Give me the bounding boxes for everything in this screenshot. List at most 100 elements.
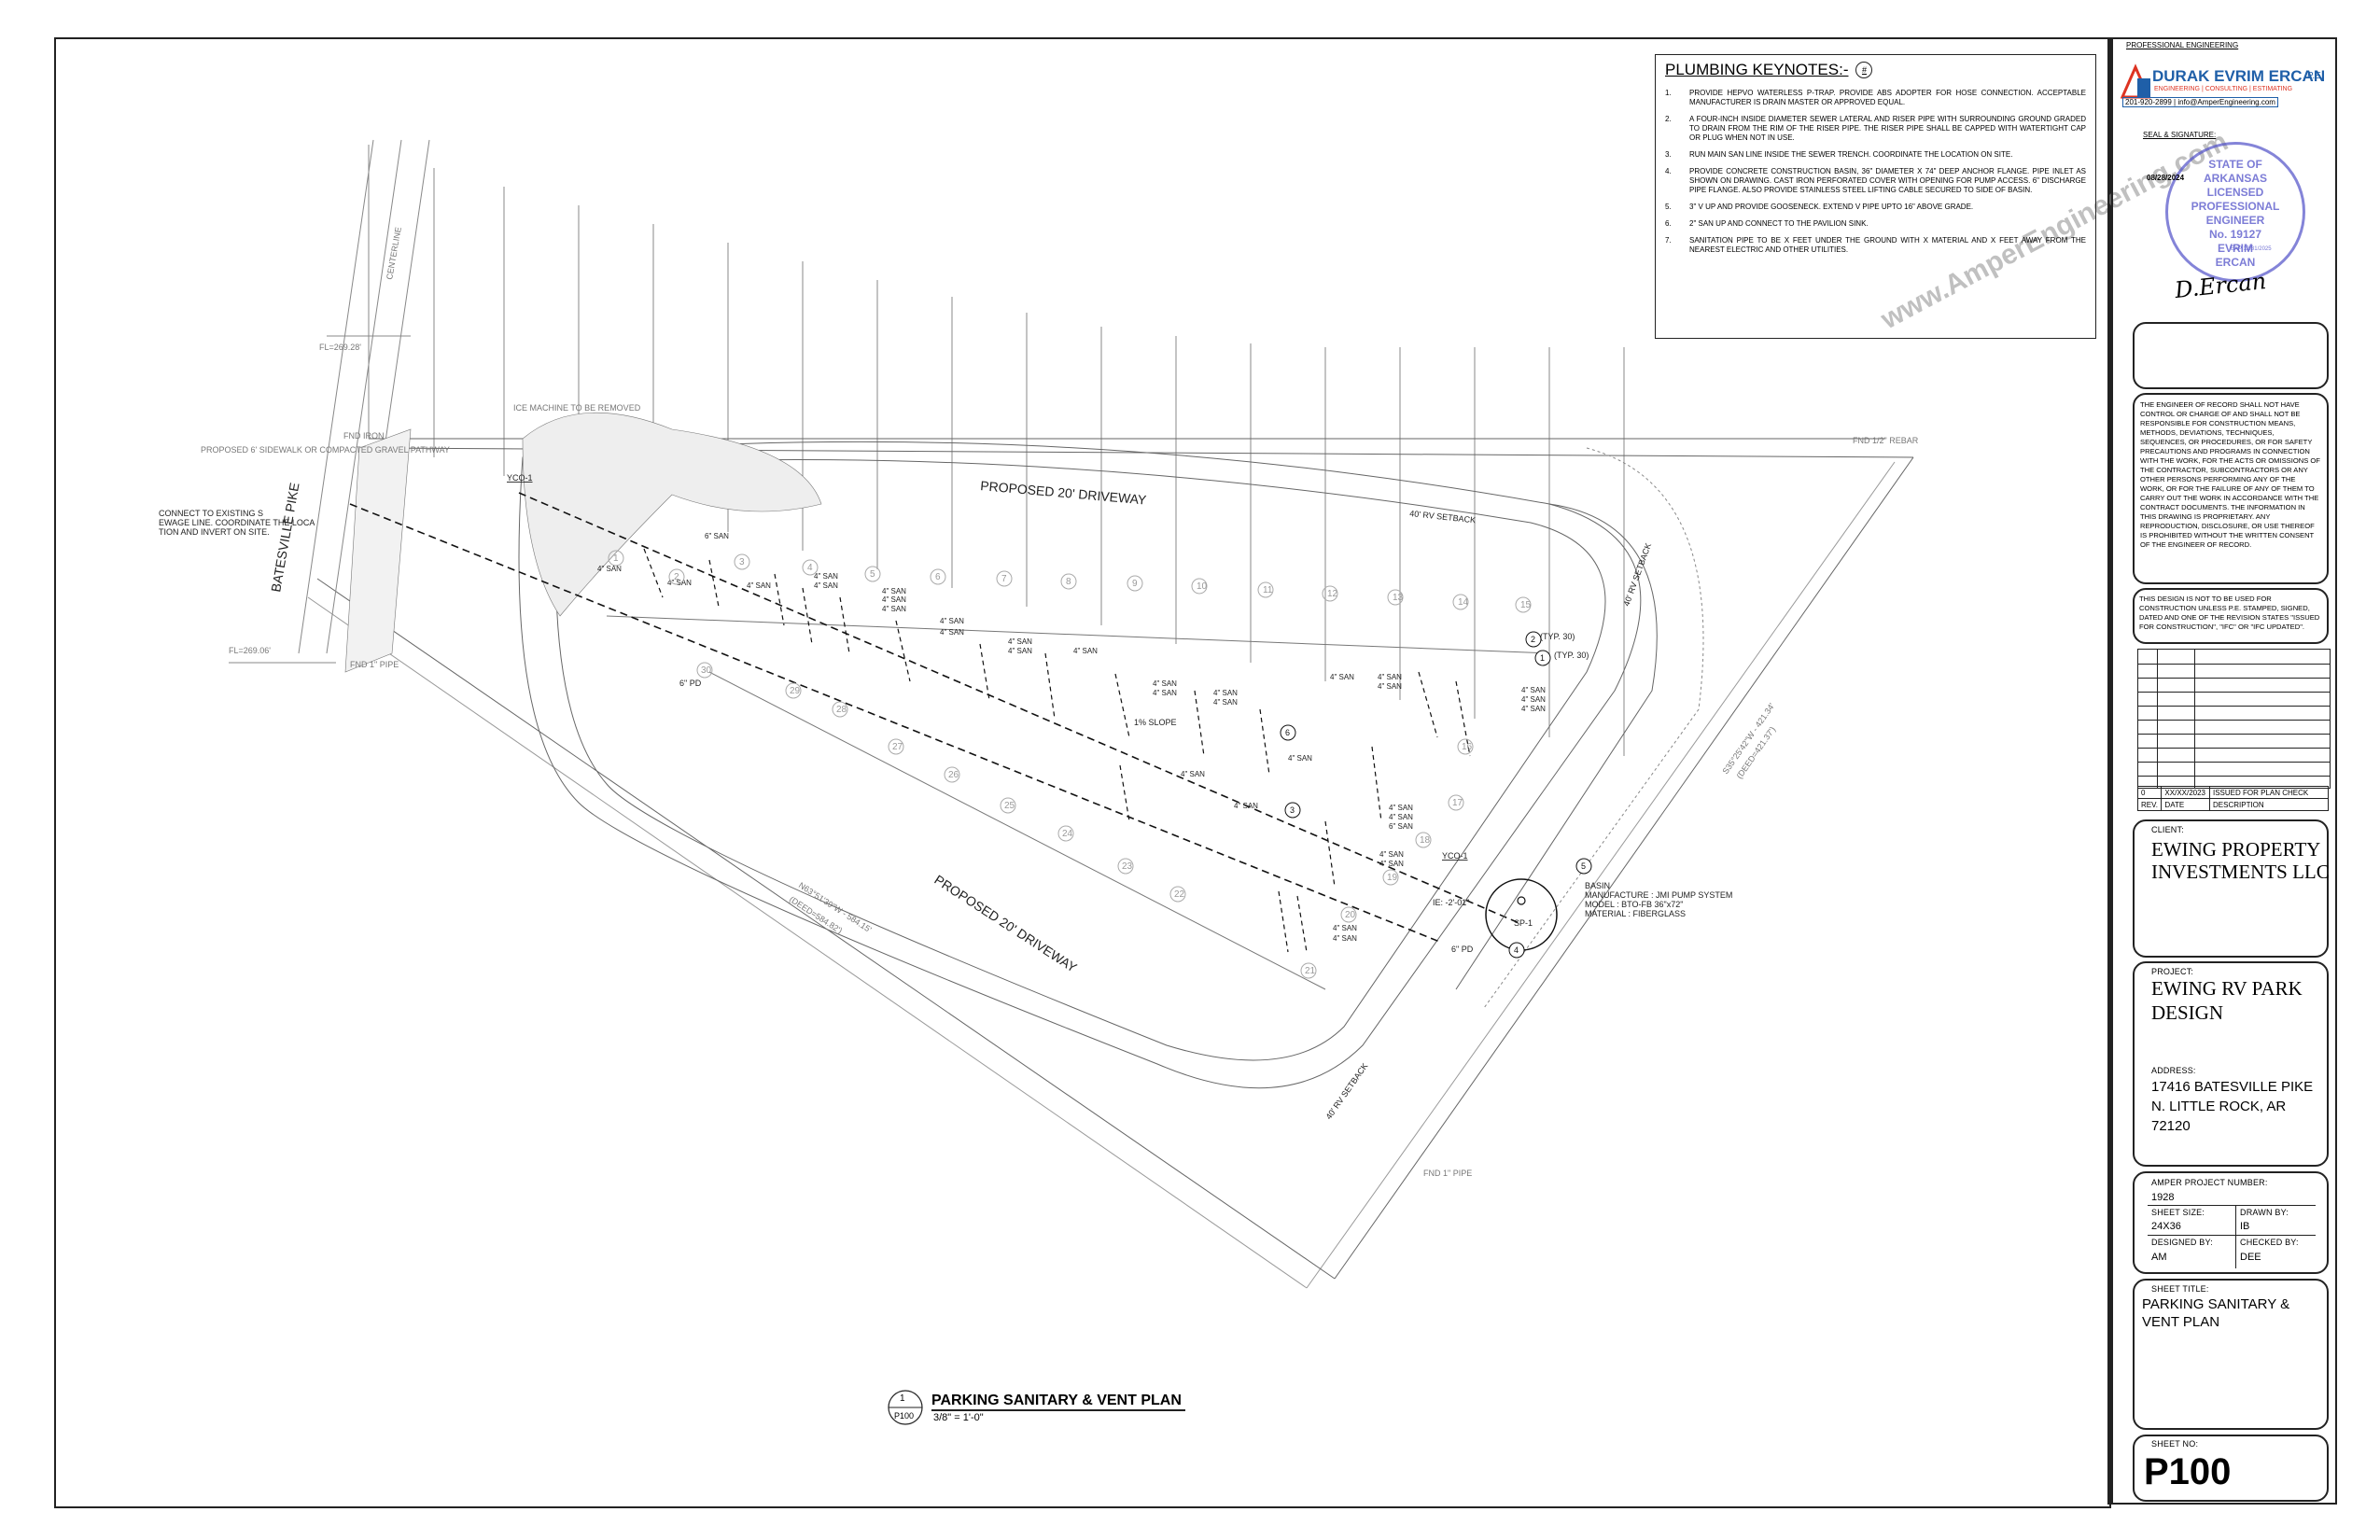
sheet-number: P100 [2144,1451,2232,1492]
lot-circle [1169,886,1186,903]
seal-date: 08/28/2024 [2147,174,2185,182]
drawing-border [54,37,2111,1508]
sanitary-lateral [1455,680,1471,757]
lot-circle [1057,825,1074,842]
lot-number: 9 [1132,579,1138,589]
lot-number: 21 [1305,966,1316,976]
revision-cell: 0 [2136,786,2163,799]
sidewalk-label: PROPOSED 6' SIDEWALK OR COMPACTED GRAVEL… [201,445,450,455]
lot-number: 13 [1393,593,1404,603]
lot-number: 4 [807,563,813,573]
san-label: 4" SAN [940,628,964,637]
typ30a-label: (TYP. 30) [1540,632,1575,641]
basin-note-line: MODEL : BTO-FB 36"x72" [1585,900,1683,909]
setback-top-label: 40' RV SETBACK [1409,509,1477,525]
lot-number: 28 [836,705,847,715]
lot-circle [1257,581,1274,598]
san-label: 4" SAN [1008,637,1032,646]
lot-number: 7 [1001,574,1007,584]
revision-grid [2137,649,2331,789]
keynote-number: 1. [1665,89,1672,97]
seal-text: EVRIM [2217,242,2253,255]
ie-label: IE: -2'-01" [1433,898,1469,907]
san-label: 4" SAN [1333,924,1357,932]
keynote-text: 3" V UP AND PROVIDE GOOSENECK. EXTEND V … [1689,203,1974,211]
san-label: 4" SAN [1389,813,1413,821]
sanitary-lateral [643,548,664,598]
basin-note-line: MATERIAL : FIBERGLASS [1585,909,1686,918]
keynote-item: 7.SANITATION PIPE TO BE X FEET UNDER THE… [1665,236,2086,255]
sanitary-lateral [895,620,911,682]
san-label: 4" SAN [1213,689,1238,697]
keynote-number: 4. [1665,167,1672,175]
keynote-callout-number: 3 [1290,805,1295,815]
keynote-text: RUN MAIN SAN LINE INSIDE THE SEWER TRENC… [1689,150,2013,159]
keynote-callout-number: 1 [1540,653,1545,663]
san-label: 4" SAN [1333,934,1357,943]
sp1-label: SP-1 [1514,918,1533,928]
lot-number: 24 [1062,829,1073,839]
plumbing-keynotes: PLUMBING KEYNOTES:- # 1. PROVIDE HEPVO WA… [1655,54,2096,339]
san-label: 4" SAN [882,587,906,595]
sheet-title-label: SHEET TITLE: [2151,1284,2209,1294]
lot-circle [785,682,802,699]
san-label: 4" SAN [1330,673,1354,681]
client-label: CLIENT: [2151,825,2184,834]
drawing-number-bubble [888,1390,923,1425]
lot-number: 23 [1122,861,1133,872]
lot-number: 20 [1345,910,1356,920]
san-label: 4" SAN [1181,770,1205,778]
seal-text: ARKANSAS [2203,172,2267,185]
sanitary-lateral [708,559,720,608]
project-info-box: AMPER PROJECT NUMBER: 1928 SHEET SIZE: 2… [2133,1171,2329,1274]
keynote-text: PROVIDE HEPVO WATERLESS P-TRAP. PROVIDE … [1689,89,2086,106]
revision-cell: XX/XX/2023 [2161,786,2210,799]
lot-circle [1515,596,1532,613]
logo-icon [2121,63,2151,99]
drawn-by: IB [2240,1221,2250,1232]
san-label: 4" SAN [1008,647,1032,655]
address-line-1: 17416 BATESVILLE PIKE [2151,1079,2314,1095]
sheet-number-box: SHEET NO: P100 [2133,1435,2329,1502]
san-label: 4" SAN [882,605,906,613]
keynotes-title: PLUMBING KEYNOTES:- # [1665,61,2086,79]
lot-circle [930,568,946,585]
checked-by: DEE [2240,1252,2261,1263]
lot-circle [608,550,624,567]
lot-circle [696,662,713,679]
sanitary-lateral [1194,690,1205,757]
driveway-bottom-label: PROPOSED 20' DRIVEWAY [931,872,1080,975]
revision-header: DESCRIPTION [2209,798,2329,811]
lot-circle [734,553,750,570]
san-label: 4" SAN [747,581,771,590]
keynote-item: 2.A FOUR-INCH INSIDE DIAMETER SEWER LATE… [1665,115,2086,143]
lot-number: 11 [1263,585,1273,595]
client-box: CLIENT: EWING PROPERTY INVESTMENTS LLC [2133,819,2330,958]
designed-by-label: DESIGNED BY: [2151,1238,2213,1247]
lot-number: 29 [790,686,801,696]
sanitary-lateral [1119,764,1130,822]
lot-circle [1452,594,1469,610]
revision-header: DATE [2161,798,2210,811]
sheet-size-label: SHEET SIZE: [2151,1208,2205,1217]
keynote-item: 1. PROVIDE HEPVO WATERLESS P-TRAP. PROVID… [1665,89,2086,107]
fnd-pipe-bottom-label: FND 1" PIPE [1423,1169,1472,1178]
keynotes-list: 1. PROVIDE HEPVO WATERLESS P-TRAP. PROVID… [1665,89,2086,255]
lot-circle [944,766,960,783]
lot-circle [1457,738,1474,755]
keynote-number: 5. [1665,203,1672,211]
keynote-callout-number: 2 [1531,635,1535,644]
keynote-callout [1280,724,1296,741]
sanitary-lateral [774,573,785,626]
sanitary-lateral [802,587,813,645]
sanitary-lateral [1371,746,1382,822]
blank-box [2133,322,2329,389]
lot-number: 1 [613,553,619,564]
lot-number: 26 [948,770,959,780]
lot-circle [1191,578,1208,595]
keynote-item: 6.2" SAN UP AND CONNECT TO THE PAVILION … [1665,219,2086,229]
